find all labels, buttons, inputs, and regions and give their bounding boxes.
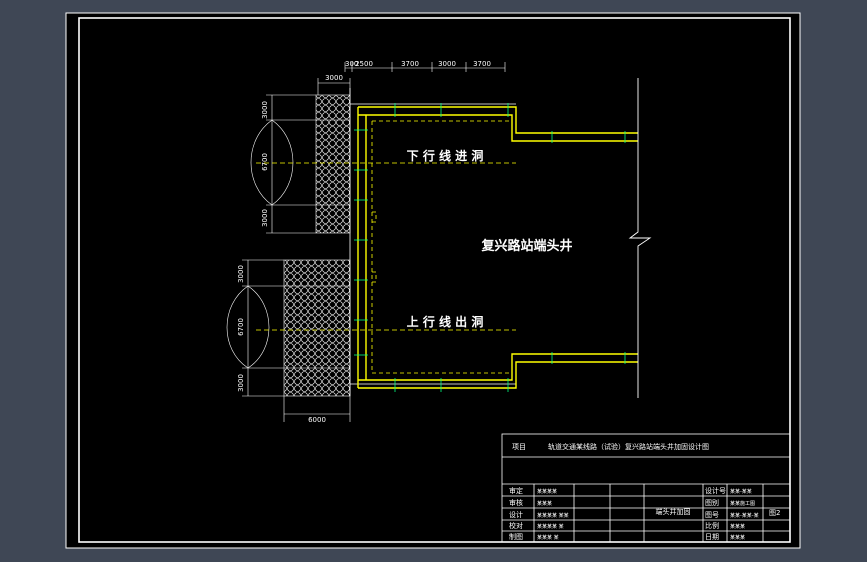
up-tunnel-label: 上 行 线 出 洞 — [407, 314, 484, 329]
down-tunnel-label: 下 行 线 进 洞 — [407, 148, 484, 163]
tb-right-label-3: 图号 — [705, 511, 719, 519]
dim-top-3: 3700 — [401, 60, 419, 68]
lower-pile-block — [283, 259, 351, 397]
center-block-label: 端头井加固 — [656, 507, 691, 516]
dim-upper-side-1: 3000 — [261, 101, 269, 119]
dim-bottom-width: 6000 — [308, 416, 326, 424]
station-label: 复兴路站端头井 — [480, 238, 572, 254]
tb-right-value-1: 某某-某某 — [730, 489, 752, 495]
tb-right-value-5: 某某某 — [730, 535, 745, 541]
title-block-header: 项目 — [512, 443, 526, 451]
tb-right-value-3: 某某-某某-某 — [730, 513, 759, 519]
dim-upper-side-2: 6700 — [261, 153, 269, 171]
sheet-inner-border — [78, 17, 791, 543]
tb-right-value-2: 某某施工图 — [730, 500, 755, 507]
dim-lower-side-2: 6700 — [237, 318, 245, 336]
upper-pile-block — [315, 94, 351, 234]
tb-left-label-5: 制图 — [509, 532, 523, 541]
lower-side-dimensions: 3000 6700 3000 6000 — [226, 259, 351, 424]
tb-right-label-4: 比例 — [705, 521, 719, 530]
title-block — [501, 433, 791, 543]
break-line — [628, 78, 652, 398]
wall-ticks — [354, 103, 626, 392]
tb-left-value-3: 某某某某 某某 — [537, 513, 569, 519]
dim-top-5: 3700 — [473, 60, 491, 68]
station-wall-outline — [349, 88, 516, 396]
dim-lower-side-1: 3000 — [237, 265, 245, 283]
dim-top-1: 300 — [345, 60, 358, 68]
project-name: 轨道交通某线路（试验）复兴路站端头井加固设计图 — [548, 442, 709, 451]
tb-left-value-4: 某某某某 某 — [537, 524, 564, 530]
tb-left-label-4: 校对 — [509, 521, 523, 530]
station-structure-outline — [357, 106, 638, 389]
tb-left-value-5: 某某某 某 — [537, 535, 559, 541]
dim-lower-side-3: 3000 — [237, 374, 245, 392]
tb-right-label-5: 日期 — [705, 533, 719, 541]
dim-top-4: 3000 — [438, 60, 456, 68]
sheet-number: 图2 — [769, 509, 780, 517]
dim-upper-side-3: 3000 — [261, 209, 269, 227]
tb-right-label-2: 图别 — [705, 498, 719, 507]
dim-top-2: 2500 — [355, 60, 373, 68]
tb-right-value-4: 某某某 — [730, 524, 745, 530]
dim-upper-width: 3000 — [325, 74, 343, 82]
tb-left-label-1: 审定 — [509, 486, 523, 495]
sheet-outer-border — [65, 12, 801, 549]
tb-left-label-2: 审核 — [509, 498, 523, 507]
top-dimension-chain: 300 2500 3700 3000 3700 3000 — [317, 60, 506, 95]
tb-left-value-2: 某某某 — [537, 501, 552, 507]
tb-left-value-1: 某某某某 — [537, 489, 557, 495]
upper-side-dimensions: 3000 6700 3000 — [250, 94, 316, 234]
tb-right-label-1: 设计号 — [705, 486, 726, 495]
tb-left-label-3: 设计 — [509, 510, 523, 519]
